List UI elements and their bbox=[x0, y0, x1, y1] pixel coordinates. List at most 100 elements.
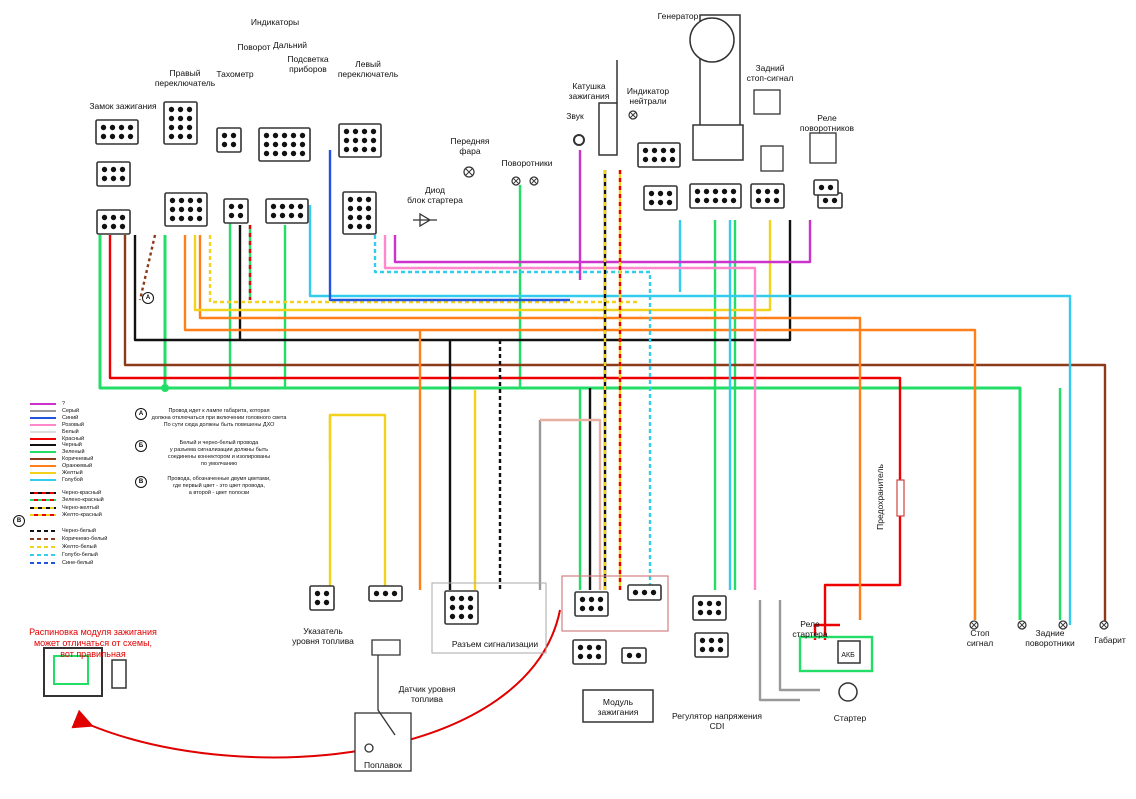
legend-solid-item-label: Зеленый bbox=[62, 449, 85, 456]
turn-lamp-right-cross bbox=[530, 177, 538, 185]
alarm-connector-body-pin bbox=[449, 595, 456, 602]
ignition-module-small-plug-body bbox=[621, 647, 647, 664]
left-switch-connector-pin bbox=[347, 196, 354, 203]
legend-solid-item-swatch bbox=[30, 478, 56, 481]
left-switch-body-pin bbox=[361, 137, 368, 144]
label-right-switch: Правый переключатель bbox=[154, 68, 216, 88]
legend-dashed-item-label: Голубо-белый bbox=[62, 551, 98, 558]
left-switch-body-pin bbox=[361, 128, 368, 135]
left-switch-connector-pin bbox=[347, 214, 354, 221]
tachometer-connector-pin bbox=[237, 203, 244, 210]
rear-stop-connector-pin bbox=[773, 188, 780, 195]
left-switch-body-pin bbox=[352, 137, 359, 144]
right-switch-top bbox=[163, 101, 198, 145]
legend-solid-item-label: Белый bbox=[62, 428, 79, 435]
legend-dashed-item-swatch bbox=[30, 553, 56, 556]
legend-solid-item-label: ? bbox=[62, 401, 66, 407]
battery-box bbox=[837, 640, 861, 664]
indicators-panel-pin bbox=[299, 141, 306, 148]
alarm-small-connector bbox=[627, 584, 662, 601]
right-switch-connector-pin bbox=[169, 197, 176, 204]
neutral-connector-pin bbox=[660, 147, 667, 154]
neutral-connector-2-pin bbox=[666, 190, 673, 197]
float-icon bbox=[364, 743, 374, 753]
left-switch-connector-pin bbox=[356, 223, 363, 230]
turn-lamp-right bbox=[529, 176, 539, 186]
ignition-lock-top-pin bbox=[118, 133, 125, 140]
indicators-connector-pin bbox=[297, 203, 304, 210]
regulator-body-plug-pin bbox=[708, 637, 715, 644]
ignition-module-body-plug-pin bbox=[577, 644, 584, 651]
horn-icon bbox=[573, 134, 585, 146]
gabarit-lamp bbox=[1099, 620, 1109, 630]
note-text: Провод идет к лампе габарита, которая до… bbox=[151, 408, 287, 428]
indicators-connector-pin bbox=[279, 203, 286, 210]
ignition-module-small-plug bbox=[621, 647, 647, 664]
legend-dashed-item-swatch bbox=[30, 561, 56, 564]
alarm-connector-body-pin bbox=[467, 604, 474, 611]
generator-connector-pin bbox=[712, 197, 719, 204]
fuel-sensor-head bbox=[371, 639, 401, 656]
neutral-connector bbox=[637, 142, 681, 168]
tachometer-body-pin bbox=[230, 141, 237, 148]
label-fuse: Предохранитель bbox=[875, 464, 885, 530]
left-switch-connector-body bbox=[342, 191, 377, 235]
regulator-connector-pin bbox=[697, 600, 704, 607]
ignition-module-connector-pin bbox=[579, 596, 586, 603]
left-switch-connector bbox=[342, 191, 377, 235]
note-mark: A bbox=[135, 408, 147, 420]
label-generator: Генератор bbox=[657, 11, 699, 21]
neutral-connector-pin bbox=[642, 156, 649, 163]
tachometer-connector-pin bbox=[237, 212, 244, 219]
right-switch-top-pin bbox=[168, 133, 175, 140]
indicators-panel bbox=[258, 127, 311, 162]
right-switch-connector-pin bbox=[196, 215, 203, 222]
fuel-sensor-connector-pin bbox=[373, 590, 380, 597]
ignition-module-small-plug-pin bbox=[635, 652, 642, 659]
regulator-body-plug-pin bbox=[699, 646, 706, 653]
ignition-module-connector-pin bbox=[597, 605, 604, 612]
note-mark: B bbox=[135, 476, 147, 488]
rear-turn-lamp-1-cross bbox=[1018, 621, 1026, 629]
ignition-lock-connector-body bbox=[96, 209, 131, 235]
label-float: Поплавок bbox=[364, 760, 402, 770]
note-text: Провода, обозначенные двумя цветами, где… bbox=[167, 476, 271, 496]
right-switch-connector-pin bbox=[169, 206, 176, 213]
rear-stop-plug bbox=[760, 145, 784, 172]
neutral-connector-pin bbox=[669, 156, 676, 163]
indicators-panel-pin bbox=[281, 141, 288, 148]
alarm-small-connector-pin bbox=[650, 589, 657, 596]
alarm-connector-body-pin bbox=[467, 595, 474, 602]
ignition-module-body-plug-pin bbox=[577, 653, 584, 660]
left-switch-connector-pin bbox=[365, 214, 372, 221]
tachometer-body-pin bbox=[221, 141, 228, 148]
label-left-switch: Левый переключатель bbox=[337, 59, 399, 79]
regulator-connector-pin bbox=[706, 600, 713, 607]
generator-connector-pin bbox=[730, 188, 737, 195]
components-layer bbox=[43, 14, 1109, 772]
legend-dashed-item-label: Черно-белый bbox=[62, 527, 96, 534]
label-horn: Звук bbox=[566, 111, 584, 121]
legend-dashed-item-label: Желто-белый bbox=[62, 543, 97, 550]
fuel-sensor-rod bbox=[377, 655, 396, 736]
label-headlight: Передняя фара bbox=[450, 136, 490, 156]
turn-relay-plug-pin bbox=[818, 184, 825, 191]
right-switch-connector-pin bbox=[196, 197, 203, 204]
ignition-lock-connector-pin bbox=[110, 223, 117, 230]
wire-yellow-2 bbox=[208, 235, 640, 304]
regulator-body-plug-body bbox=[694, 632, 729, 658]
label-gabarit: Габарит bbox=[1094, 635, 1126, 645]
neutral-connector-body bbox=[637, 142, 681, 168]
legend-solid-item-label: Красный bbox=[62, 435, 85, 442]
wire-yellow-1 bbox=[193, 220, 772, 312]
fuel-gauge-connector-pin bbox=[323, 599, 330, 606]
legend-solid-item-label: Синий bbox=[62, 414, 79, 421]
wire-gray-relay2 bbox=[778, 600, 820, 692]
generator-connector-pin bbox=[712, 188, 719, 195]
neutral-connector-pin bbox=[651, 156, 658, 163]
right-switch-connector-pin bbox=[178, 215, 185, 222]
left-switch-body-pin bbox=[343, 128, 350, 135]
ignition-module-body-plug-pin bbox=[586, 644, 593, 651]
label-diode: Диод блок стартера bbox=[407, 185, 463, 205]
label-starter: Стартер bbox=[833, 713, 867, 723]
